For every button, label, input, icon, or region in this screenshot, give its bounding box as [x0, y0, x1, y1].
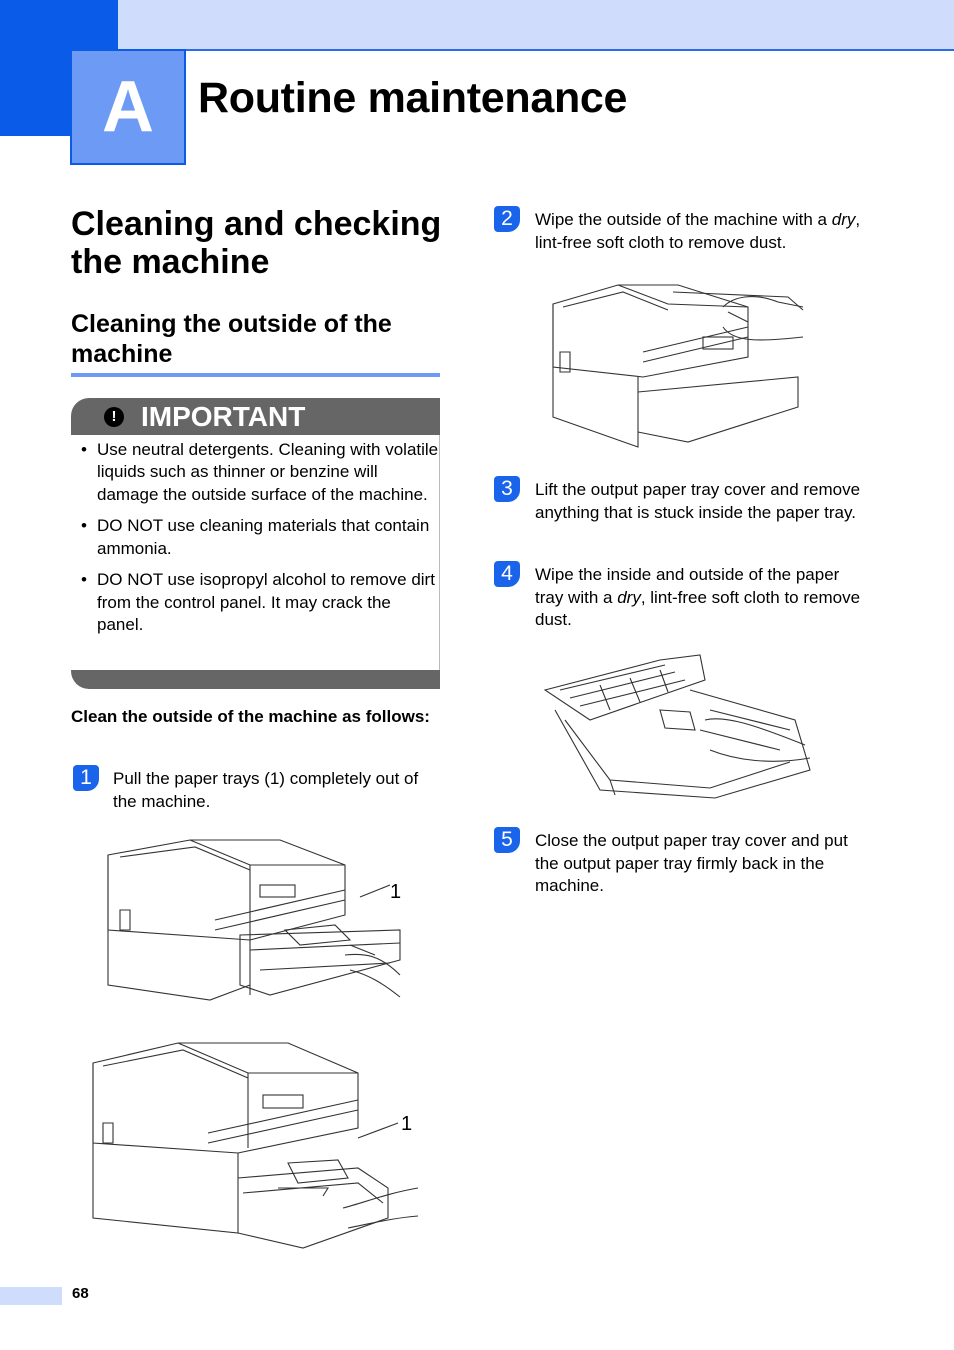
important-list: Use neutral detergents. Cleaning with vo… — [79, 439, 441, 646]
printer-tray-pull-figure: 1 — [107, 839, 401, 1001]
subsection-rule — [71, 373, 440, 377]
step-text: Wipe the outside of the machine with a d… — [535, 210, 861, 252]
step-number: 4 — [494, 561, 520, 587]
wipe-outside-figure — [552, 284, 804, 448]
important-item: Use neutral detergents. Cleaning with vo… — [79, 439, 441, 506]
appendix-letter-box: A — [70, 49, 186, 165]
procedure-heading: Clean the outside of the machine as foll… — [71, 707, 430, 726]
step-number: 3 — [494, 476, 520, 502]
important-footer-bar — [71, 670, 440, 689]
important-label: IMPORTANT — [141, 401, 306, 432]
important-item: DO NOT use cleaning materials that conta… — [79, 515, 441, 560]
step-text: Lift the output paper tray cover and rem… — [535, 480, 861, 522]
printer-lower-tray-figure: 1 — [92, 1042, 419, 1249]
step-text: Pull the paper trays (1) completely out … — [113, 769, 419, 811]
section-title: Cleaning and checking the machine — [71, 205, 442, 281]
step-text: Close the output paper tray cover and pu… — [535, 831, 848, 895]
page-number-bar — [0, 1287, 62, 1305]
exclamation-icon: ! — [104, 407, 124, 427]
step-text: Wipe the inside and outside of the paper… — [535, 565, 861, 629]
step-number: 1 — [73, 765, 99, 791]
wipe-tray-figure — [543, 654, 811, 799]
subsection-title: Cleaning the outside of the machine — [71, 310, 392, 368]
chapter-title: Routine maintenance — [198, 74, 628, 122]
callout-1: 1 — [390, 881, 401, 903]
step-number: 2 — [494, 206, 520, 232]
header-band-top — [118, 0, 954, 51]
important-header-bar — [71, 398, 440, 435]
callout-1: 1 — [401, 1113, 412, 1135]
page-number: 68 — [72, 1285, 89, 1302]
step-number: 5 — [494, 827, 520, 853]
important-item: DO NOT use isopropyl alcohol to remove d… — [79, 569, 441, 636]
